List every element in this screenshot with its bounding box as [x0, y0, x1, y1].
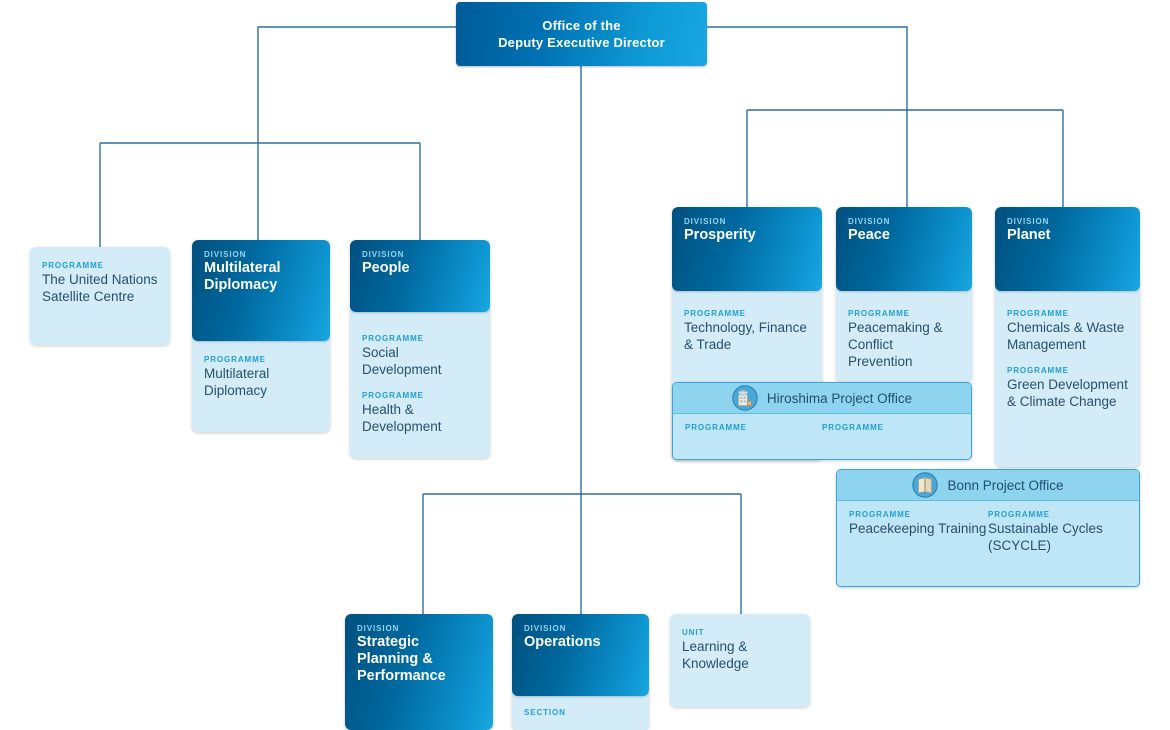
- kicker-programme: PROGRAMME: [822, 423, 884, 432]
- programme-name: Chemicals & Waste Management: [1007, 320, 1125, 352]
- division-title: People: [362, 260, 410, 276]
- programme-name: The United Nations Satellite Centre: [42, 272, 158, 304]
- programme-name: Green Development & Climate Change: [1007, 377, 1128, 409]
- unit-box-learning-knowledge[interactable]: UNIT Learning & Knowledge: [670, 614, 810, 707]
- programme-item[interactable]: PROGRAMME Peacekeeping Training: [849, 510, 988, 554]
- root-office-box[interactable]: Office of the Deputy Executive Director: [456, 2, 707, 66]
- kicker-division: DIVISION: [1007, 217, 1050, 226]
- division-title: Operations: [524, 634, 601, 650]
- project-office-bonn[interactable]: Bonn Project Office PROGRAMME Peacekeepi…: [836, 469, 1140, 587]
- programme-name: Multilateral Diplomacy: [204, 366, 270, 398]
- connector-root-left: [257, 26, 456, 143]
- kicker-programme: PROGRAMME: [849, 510, 911, 519]
- division-header[interactable]: DIVISION Peace: [836, 207, 972, 291]
- programme-item[interactable]: PROGRAMME Technology, Finance & Trade: [684, 309, 810, 353]
- division-body: PROGRAMME Multilateral Diplomacy: [192, 341, 330, 411]
- division-body: PROGRAMME Chemicals & Waste Management P…: [995, 291, 1140, 422]
- division-title: Planet: [1007, 227, 1051, 243]
- division-body: SECTION: [512, 696, 649, 730]
- programme-name: Sustainable Cycles (SCYCLE): [988, 521, 1103, 553]
- division-title: Multilateral Diplomacy: [204, 260, 281, 293]
- division-title: Strategic Planning & Performance: [357, 634, 446, 684]
- division-header[interactable]: DIVISION Strategic Planning & Performanc…: [345, 614, 493, 730]
- programme-item[interactable]: PROGRAMME: [685, 423, 822, 433]
- division-card-strategic-planning[interactable]: DIVISION Strategic Planning & Performanc…: [345, 614, 493, 730]
- kicker-programme: PROGRAMME: [42, 261, 104, 270]
- kicker-programme: PROGRAMME: [988, 510, 1050, 519]
- programme-item[interactable]: PROGRAMME Multilateral Diplomacy: [204, 355, 318, 399]
- kicker-division: DIVISION: [524, 624, 567, 633]
- unit-name: Learning & Knowledge: [682, 639, 749, 671]
- division-title: Prosperity: [684, 227, 756, 243]
- project-office-header[interactable]: Hiroshima Project Office: [673, 383, 971, 414]
- programme-item[interactable]: PROGRAMME Social Development: [362, 334, 478, 378]
- division-body: PROGRAMME Social Development PROGRAMME H…: [350, 312, 490, 447]
- root-title-line2: Deputy Executive Director: [498, 35, 665, 50]
- division-header[interactable]: DIVISION Planet: [995, 207, 1140, 291]
- kicker-programme: PROGRAMME: [848, 309, 910, 318]
- root-title-line1: Office of the: [542, 18, 621, 33]
- division-card-operations[interactable]: DIVISION Operations SECTION: [512, 614, 649, 730]
- programme-name: Peacemaking & Conflict Prevention: [848, 320, 943, 369]
- project-office-hiroshima[interactable]: Hiroshima Project Office PROGRAMME PROGR…: [672, 382, 972, 460]
- kicker-programme: PROGRAMME: [1007, 309, 1069, 318]
- kicker-division: DIVISION: [204, 250, 247, 259]
- project-office-title: Hiroshima Project Office: [766, 390, 913, 406]
- programme-name: Health & Development: [362, 402, 442, 434]
- book-icon: [912, 472, 939, 498]
- kicker-programme: PROGRAMME: [362, 391, 424, 400]
- programme-name: Social Development: [362, 345, 442, 377]
- division-card-multilateral-diplomacy[interactable]: DIVISION Multilateral Diplomacy PROGRAMM…: [192, 240, 330, 432]
- kicker-unit: UNIT: [682, 628, 705, 637]
- connector-root-right: [707, 26, 908, 110]
- hiroshima-dome-icon: [732, 385, 758, 411]
- kicker-division: DIVISION: [362, 250, 405, 259]
- project-office-body: PROGRAMME PROGRAMME: [673, 414, 971, 444]
- division-header[interactable]: DIVISION Prosperity: [672, 207, 822, 291]
- project-office-title: Bonn Project Office: [947, 477, 1064, 493]
- division-header[interactable]: DIVISION Operations: [512, 614, 649, 696]
- project-office-header[interactable]: Bonn Project Office: [837, 470, 1139, 501]
- kicker-section: SECTION: [524, 708, 566, 717]
- programme-item[interactable]: PROGRAMME Health & Development: [362, 391, 478, 435]
- division-body: PROGRAMME Peacemaking & Conflict Prevent…: [836, 291, 972, 382]
- programme-item[interactable]: PROGRAMME Chemicals & Waste Management: [1007, 309, 1128, 353]
- kicker-division: DIVISION: [848, 217, 891, 226]
- kicker-programme: PROGRAMME: [1007, 366, 1069, 375]
- programme-item[interactable]: PROGRAMME Peacemaking & Conflict Prevent…: [848, 309, 960, 370]
- programme-name: Peacekeeping Training: [849, 521, 987, 536]
- programme-box-satellite-centre[interactable]: PROGRAMME The United Nations Satellite C…: [30, 247, 170, 345]
- division-card-peace[interactable]: DIVISION Peace PROGRAMME Peacemaking & C…: [836, 207, 972, 382]
- section-item[interactable]: SECTION: [524, 708, 637, 717]
- kicker-division: DIVISION: [357, 624, 400, 633]
- root-title: Office of the Deputy Executive Director: [498, 17, 665, 51]
- kicker-programme: PROGRAMME: [362, 334, 424, 343]
- programme-name: Technology, Finance & Trade: [684, 320, 807, 352]
- kicker-programme: PROGRAMME: [684, 309, 746, 318]
- kicker-programme: PROGRAMME: [204, 355, 266, 364]
- kicker-programme: PROGRAMME: [685, 423, 747, 432]
- project-office-body: PROGRAMME Peacekeeping Training PROGRAMM…: [837, 501, 1139, 565]
- programme-item[interactable]: PROGRAMME: [822, 423, 959, 433]
- division-body: PROGRAMME Technology, Finance & Trade: [672, 291, 822, 365]
- division-card-planet[interactable]: DIVISION Planet PROGRAMME Chemicals & Wa…: [995, 207, 1140, 467]
- kicker-division: DIVISION: [684, 217, 727, 226]
- programme-item[interactable]: PROGRAMME Sustainable Cycles (SCYCLE): [988, 510, 1127, 554]
- division-header[interactable]: DIVISION People: [350, 240, 490, 312]
- division-card-people[interactable]: DIVISION People PROGRAMME Social Develop…: [350, 240, 490, 458]
- division-header[interactable]: DIVISION Multilateral Diplomacy: [192, 240, 330, 341]
- division-title: Peace: [848, 227, 890, 243]
- programme-item[interactable]: PROGRAMME Green Development & Climate Ch…: [1007, 366, 1128, 410]
